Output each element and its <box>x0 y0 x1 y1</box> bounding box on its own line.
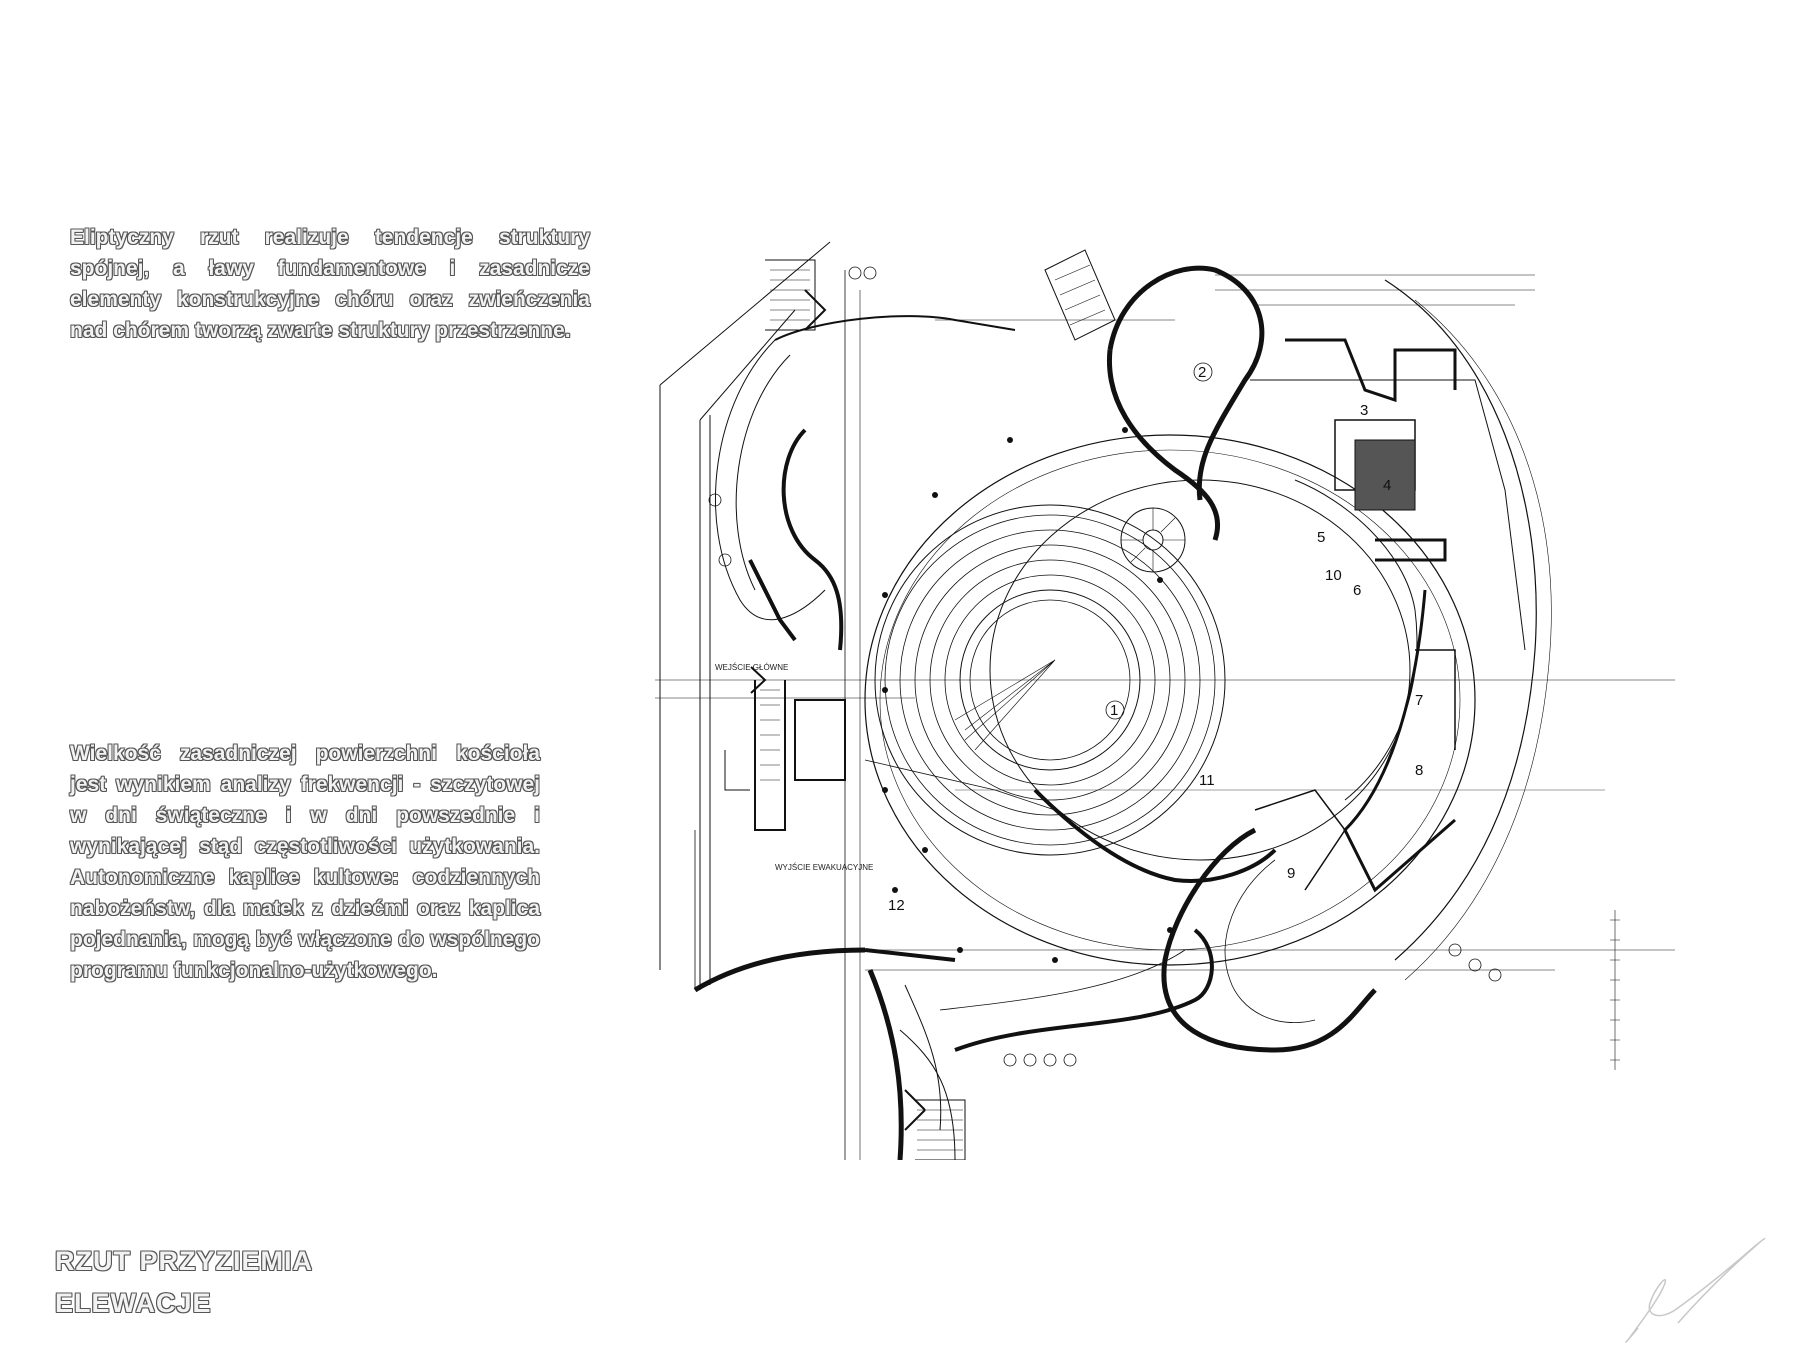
room-number: 4 <box>1383 477 1391 494</box>
room-number: 5 <box>1317 529 1325 546</box>
room-number: 9 <box>1287 865 1295 882</box>
room-number: 3 <box>1360 402 1368 419</box>
signature-mark <box>1625 1237 1766 1343</box>
description-paragraph-structure: Eliptyczny rzut realizuje tendencje stru… <box>70 226 590 342</box>
nav-link-elewacje[interactable]: ELEWACJE <box>55 1288 212 1318</box>
ground-floor-plan-drawing: 1 2 3 4 5 6 7 8 9 10 11 12 WEJŚCIE GŁÓWN… <box>655 241 1675 1160</box>
room-numbers: 1 2 3 4 5 6 7 8 9 10 11 12 <box>888 362 1423 914</box>
label-main-entrance: WEJŚCIE GŁÓWNE <box>715 663 788 672</box>
room-number: 10 <box>1325 567 1342 584</box>
room-number: 12 <box>888 897 905 914</box>
label-emergency-exit: WYJŚCIE EWAKUACYJNE <box>775 863 873 872</box>
room-number: 6 <box>1353 582 1361 599</box>
description-paragraph-area: Wielkość zasadniczej powierzchni kościoł… <box>70 742 540 982</box>
room-number: 8 <box>1415 762 1423 779</box>
room-number: 7 <box>1415 692 1423 709</box>
room-number: 11 <box>1199 772 1215 789</box>
room-number: 1 <box>1110 702 1118 719</box>
room-number: 2 <box>1198 364 1206 381</box>
nav-link-rzut-przyziemia[interactable]: RZUT PRZYZIEMIA <box>55 1246 313 1276</box>
